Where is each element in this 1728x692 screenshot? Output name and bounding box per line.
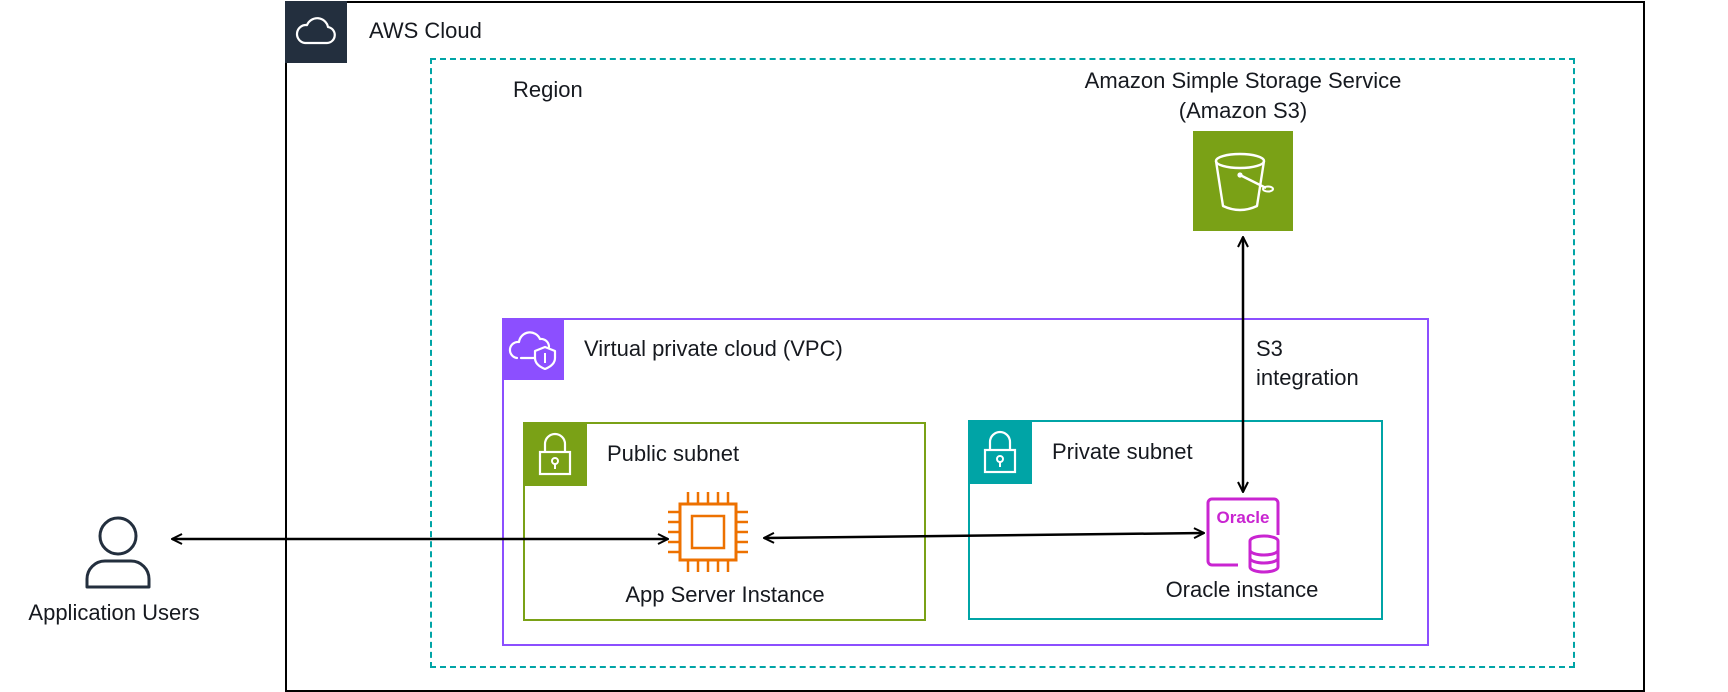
private-subnet-label: Private subnet xyxy=(1052,439,1193,464)
s3-label-line2: (Amazon S3) xyxy=(1178,98,1308,123)
oracle-icon-text: Oracle xyxy=(1217,508,1270,527)
s3-service-icon xyxy=(1193,131,1293,231)
region-group xyxy=(430,58,1575,668)
vpc-badge xyxy=(502,318,564,380)
vpc-group xyxy=(502,318,1429,646)
vpc-label: Virtual private cloud (VPC) xyxy=(584,336,843,361)
app-server-node[interactable] xyxy=(664,488,752,576)
oracle-instance-node[interactable]: Oracle xyxy=(1202,495,1282,575)
lock-icon xyxy=(983,430,1017,474)
user-icon xyxy=(85,516,151,589)
cloud-icon xyxy=(295,17,336,45)
public-subnet-badge xyxy=(523,422,587,486)
app-server-to-oracle-arrow xyxy=(764,533,1204,538)
lock-icon xyxy=(538,432,572,476)
chip-icon xyxy=(668,492,748,572)
cloud-shield-icon xyxy=(508,331,557,370)
aws-cloud-badge xyxy=(285,1,347,63)
s3-integration-label-line2: integration xyxy=(1256,365,1359,390)
s3-integration-label-line1: S3 xyxy=(1256,336,1283,361)
s3-label-line1: Amazon Simple Storage Service xyxy=(1084,68,1402,93)
bucket-icon xyxy=(1214,152,1274,212)
application-users-node[interactable] xyxy=(83,515,153,591)
oracle-instance-label: Oracle instance xyxy=(1165,577,1319,602)
oracle-database-icon: Oracle xyxy=(1206,497,1280,574)
public-subnet-label: Public subnet xyxy=(607,441,740,466)
app-server-label: App Server Instance xyxy=(625,582,825,607)
public-subnet-group xyxy=(523,422,926,621)
private-subnet-badge xyxy=(968,420,1032,484)
region-label: Region xyxy=(513,77,583,102)
application-users-label: Application Users xyxy=(28,600,200,625)
private-subnet-group xyxy=(968,420,1383,620)
aws-cloud-label: AWS Cloud xyxy=(369,18,482,43)
